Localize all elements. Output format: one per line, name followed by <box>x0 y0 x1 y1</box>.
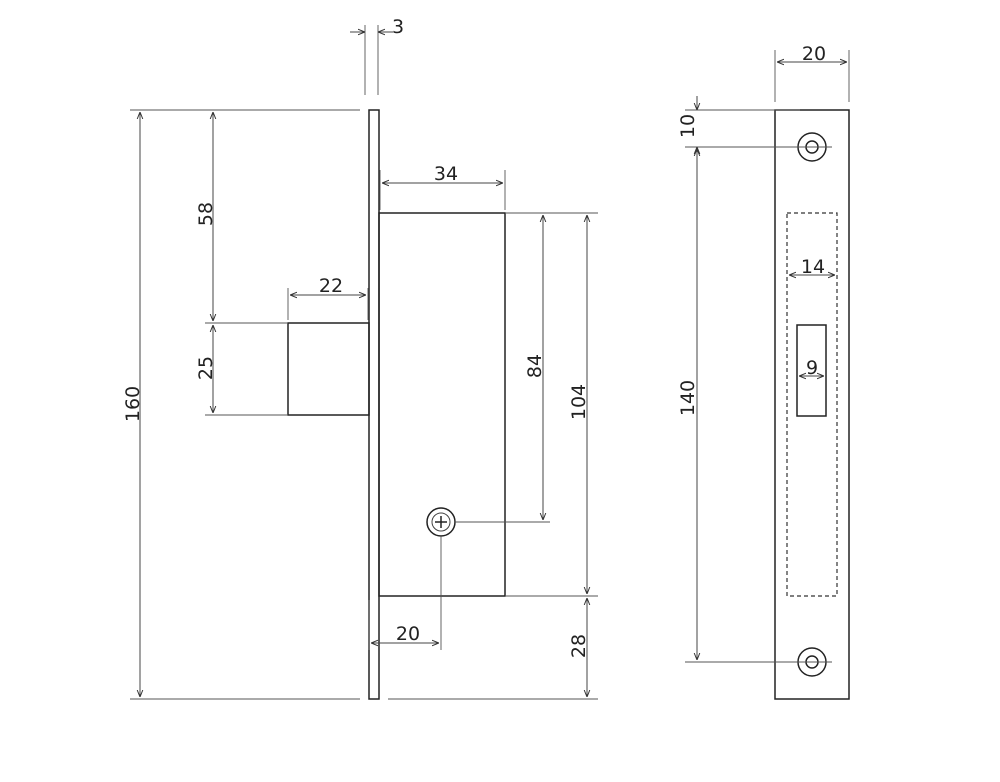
dim-bottom-offset: 28 <box>568 634 590 658</box>
faceplate <box>368 109 380 700</box>
dim-bolt-offset: 58 <box>195 202 217 226</box>
dim-screw-offset: 84 <box>524 354 546 378</box>
dim-hole-edge-offset: 10 <box>677 114 699 138</box>
case-recess <box>786 212 838 597</box>
dim-total-height: 160 <box>122 386 144 422</box>
bolt-slot <box>796 324 827 417</box>
strike-plate <box>774 109 850 700</box>
screw-icon <box>426 507 456 537</box>
bolt <box>287 322 370 416</box>
dim-bolt-projection: 22 <box>319 275 343 297</box>
dim-body-height: 104 <box>568 384 590 420</box>
dim-bolt-height: 25 <box>195 356 217 380</box>
side-view: 3 160 58 25 22 34 84 104 28 20 <box>122 16 598 700</box>
dim-recess-width: 14 <box>801 256 825 278</box>
front-view: 20 10 140 14 9 <box>677 43 850 700</box>
dim-backset: 20 <box>396 623 420 645</box>
lock-case <box>378 212 506 597</box>
dim-hole-spacing: 140 <box>677 380 699 416</box>
dim-strike-width: 20 <box>802 43 826 65</box>
dim-faceplate-thickness: 3 <box>392 16 404 38</box>
dim-slot-width: 9 <box>806 357 818 379</box>
dim-body-depth: 34 <box>434 163 458 185</box>
